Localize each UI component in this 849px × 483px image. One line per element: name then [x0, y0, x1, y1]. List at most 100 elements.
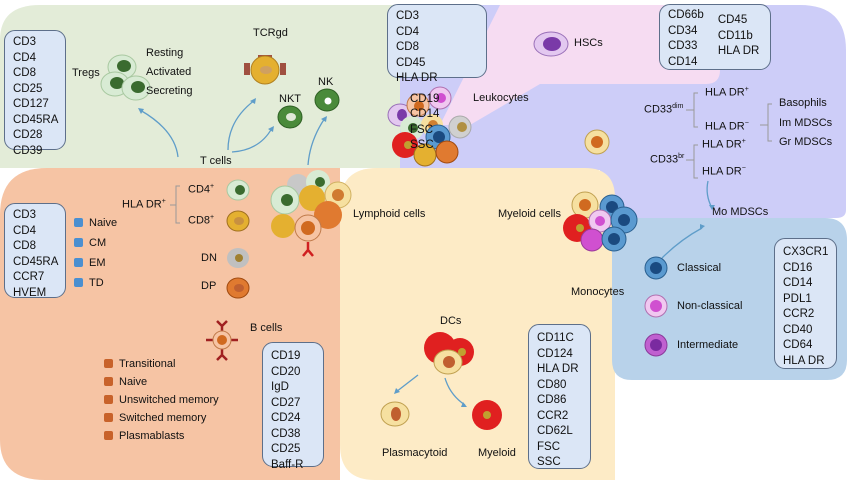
- cd33br-label: CD33br: [650, 153, 685, 166]
- marker: CD8: [396, 41, 420, 53]
- legend-square-icon: [74, 278, 83, 287]
- leukocyte-cluster-icon: [387, 86, 472, 167]
- marker: CD45RA: [13, 113, 59, 126]
- marker: CD3: [396, 10, 420, 22]
- b-subset-switched-memory: Switched memory: [104, 412, 206, 424]
- monocyte-marker-box: CX3CR1 CD16 CD14 PDL1 CCR2 CD40 CD64 HLA…: [774, 238, 837, 369]
- cd33dim-hla-dr-pos: HLA DR+: [705, 86, 749, 99]
- myeloid-cluster-icon: [563, 191, 638, 252]
- lymphoid-cluster-icon: [270, 170, 352, 257]
- marker: CD28: [13, 129, 43, 141]
- marker: CD40: [783, 323, 813, 336]
- marker: CD4: [13, 51, 37, 64]
- arrow-to-tcrgd: [227, 99, 256, 151]
- marker: CD86: [537, 394, 567, 406]
- marker: CD25: [271, 443, 301, 455]
- cd8-cell-icon: [226, 210, 250, 232]
- marker: CD4: [396, 25, 420, 38]
- t-cells-label: T cells: [200, 155, 232, 167]
- myeloid-dc-label: Myeloid: [478, 447, 516, 459]
- legend-square-icon: [74, 218, 83, 227]
- tregs-label: Tregs: [72, 67, 100, 79]
- dp-label: DP: [201, 280, 217, 292]
- subtype-gr-mdscs: Gr MDSCs: [779, 136, 833, 148]
- treg-state-secreting: Secreting: [146, 85, 193, 97]
- leukocyte-marker-box: CD3 CD4 CD8 CD45 HLA DR CD19 CD14 FSC SS…: [387, 4, 487, 151]
- lymphoid-cells-label: Lymphoid cells: [353, 208, 426, 220]
- marker: CD66b: [668, 9, 704, 21]
- cd33dim-hla-dr-neg: HLA DR−: [705, 120, 749, 133]
- marker: CD33: [668, 40, 698, 52]
- monocyte-classical-label: Classical: [677, 262, 722, 274]
- dc-marker-box: CD11C CD124 HLA DR CD80 CD86 CCR2 CD62L …: [528, 324, 591, 469]
- b-subset-plasmablasts: Plasmablasts: [104, 430, 184, 442]
- bracket-hla-dr-lymphoid: [170, 185, 180, 224]
- marker: CD8: [13, 240, 37, 252]
- hsc-cell-icon: [533, 31, 569, 57]
- marker: HLA DR: [783, 354, 825, 367]
- b-subset-unswitched-memory: Unswitched memory: [104, 394, 219, 406]
- marker: CCR2: [783, 308, 815, 320]
- marker: HLA DR: [717, 45, 760, 57]
- region-t-cells: [0, 5, 400, 168]
- marker: CD3: [13, 36, 37, 48]
- marker: CD38: [271, 427, 301, 440]
- cd8-pos-label: CD8+: [188, 214, 215, 227]
- cd33br-hla-dr-neg: HLA DR−: [702, 165, 746, 178]
- marker: HVEM: [13, 286, 47, 299]
- myeloid-cells-label: Myeloid cells: [498, 208, 561, 220]
- marker: CX3CR1: [783, 246, 829, 258]
- intermediate-monocyte-icon: [644, 333, 668, 357]
- legend-square-icon: [74, 258, 83, 267]
- marker: CCR2: [537, 409, 569, 422]
- marker: CD4: [13, 224, 37, 237]
- cd4-pos-label: CD4+: [188, 183, 215, 196]
- legend-square-icon: [104, 413, 113, 422]
- region-hscs: [440, 5, 720, 125]
- marker: CD20: [271, 365, 301, 378]
- marker: CD14: [668, 55, 698, 68]
- legend-square-icon: [104, 377, 113, 386]
- marker: CD25: [13, 82, 43, 95]
- marker: SSC: [537, 456, 561, 468]
- classical-monocyte-icon: [644, 256, 668, 280]
- nkt-label: NKT: [279, 93, 301, 105]
- t-subset-em: EM: [74, 257, 106, 269]
- subtype-basophils: Basophils: [779, 97, 827, 109]
- legend-square-icon: [74, 238, 83, 247]
- cd33dim-label: CD33dim: [644, 103, 684, 116]
- marker: CD39: [13, 144, 43, 157]
- nk-cell-icon: [314, 88, 340, 112]
- myeloid-dc-icon: [472, 400, 502, 430]
- marker: CD127: [13, 98, 49, 110]
- bracket-cd33br: [686, 144, 698, 179]
- marker: CD16: [783, 261, 813, 274]
- monocyte-intermediate-label: Intermediate: [677, 339, 739, 351]
- marker: CD27: [271, 396, 301, 409]
- marker: CD3: [13, 209, 37, 221]
- marker: SSC: [410, 139, 434, 151]
- t-subset-naive: Naive: [74, 217, 117, 229]
- arrow-classical-to-mdsc: [661, 227, 703, 259]
- arrow-to-nkt: [231, 127, 273, 153]
- marker: CD64: [783, 339, 813, 351]
- non-classical-monocyte-icon: [644, 294, 668, 318]
- bracket-subtypes: [760, 103, 772, 142]
- marker: HLA DR: [537, 363, 579, 375]
- marker: CD34: [668, 24, 698, 37]
- hscs-label: HSCs: [574, 37, 603, 49]
- cell-icons: [100, 31, 668, 430]
- monocytes-label: Monocytes: [571, 286, 625, 298]
- mdsc-cell-icon: [584, 129, 610, 155]
- marker: CD45RA: [13, 255, 59, 268]
- subtype-im-mdscs: Im MDSCs: [779, 117, 833, 129]
- b-subset-transitional: Transitional: [104, 358, 175, 370]
- treg-state-resting: Resting: [146, 47, 184, 59]
- marker: CD80: [537, 378, 567, 391]
- marker: CCR7: [13, 271, 45, 283]
- tcrgd-label: TCRgd: [253, 27, 288, 39]
- treg-cell-icon: [121, 75, 151, 101]
- plasmacytoid-label: Plasmacytoid: [382, 447, 448, 459]
- marker: HLA DR: [396, 72, 438, 84]
- leukocytes-label: Leukocytes: [473, 92, 529, 104]
